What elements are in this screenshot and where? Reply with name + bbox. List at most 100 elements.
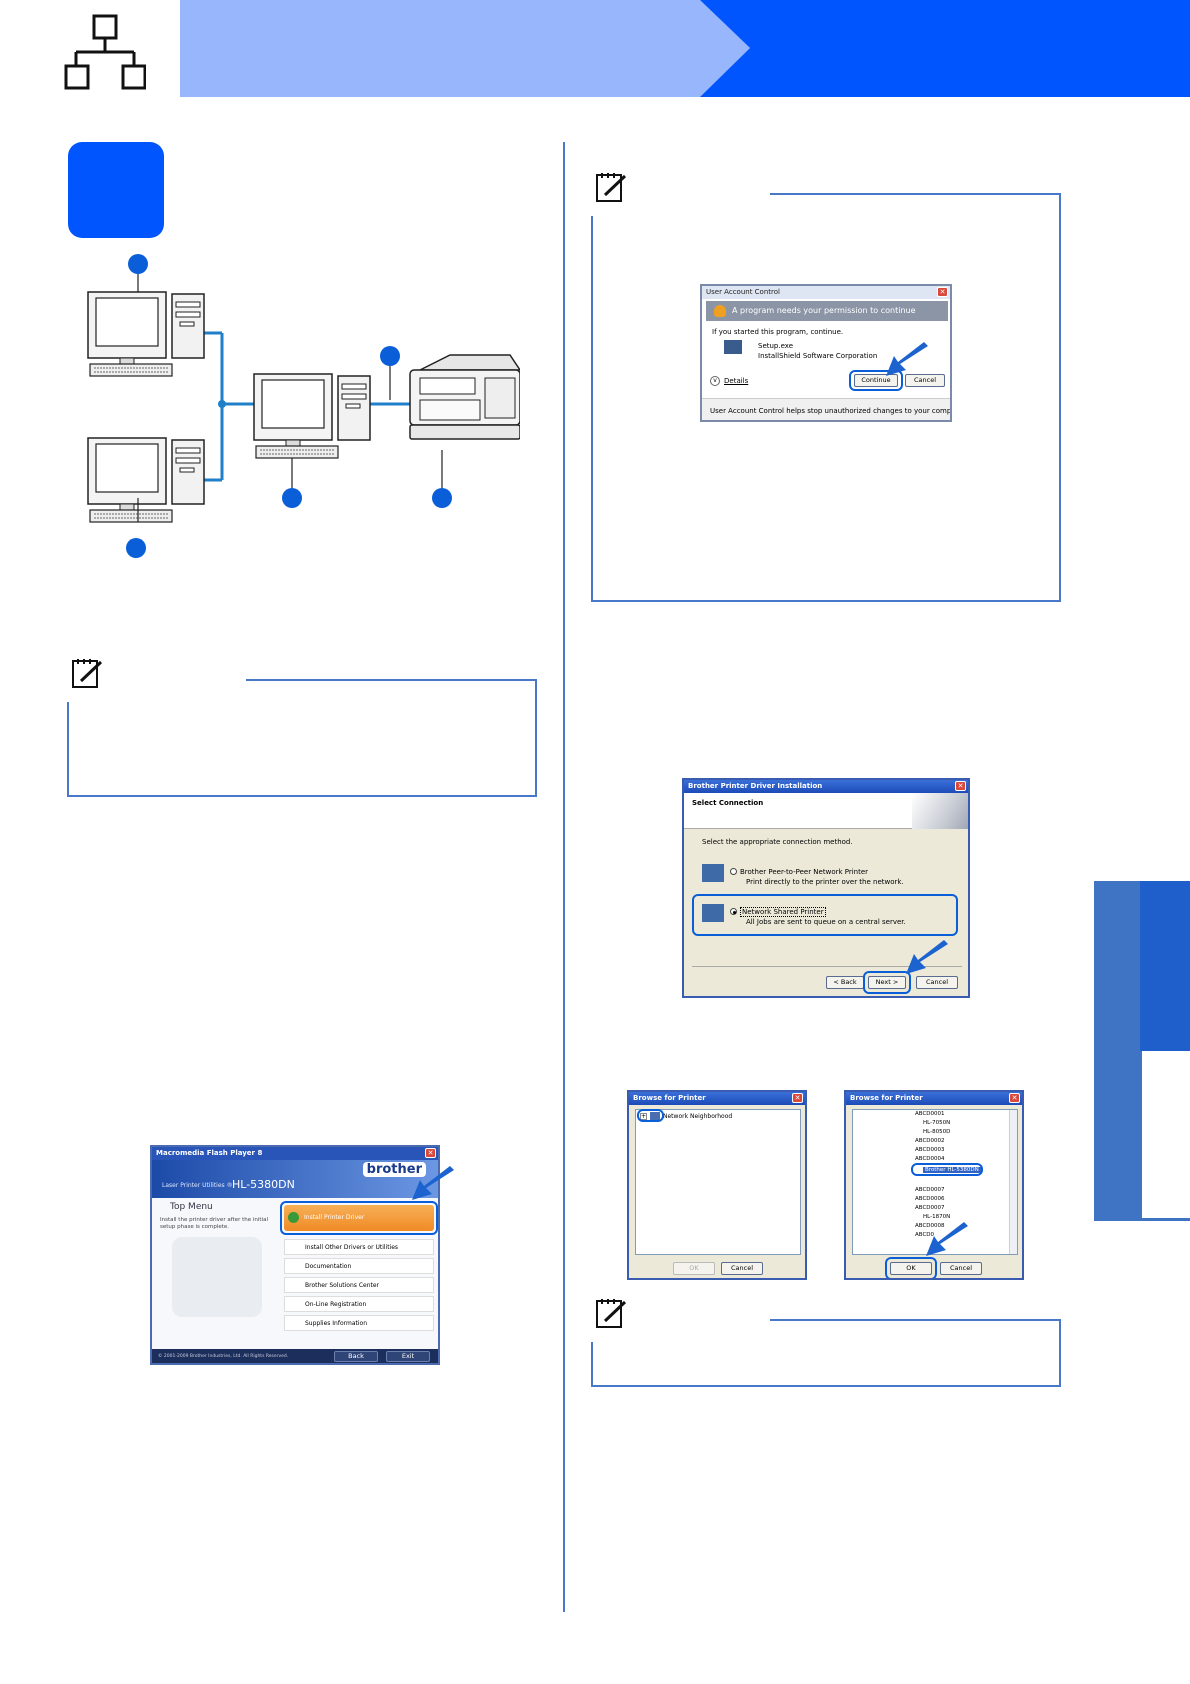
tree-item[interactable]: HL-1870N — [923, 1214, 951, 1220]
tree-item[interactable]: ABCD0 — [915, 1232, 935, 1238]
printer-image — [172, 1237, 262, 1317]
close-icon[interactable]: ✕ — [1009, 1093, 1020, 1103]
tree-item[interactable]: HL-7050N — [923, 1120, 951, 1126]
install-icon — [288, 1212, 299, 1223]
expand-highlight — [637, 1109, 664, 1122]
tree-item[interactable]: ABCD0007 — [915, 1187, 945, 1193]
browse1-item[interactable]: Network Neighborhood — [663, 1113, 733, 1120]
next-highlight — [863, 971, 911, 994]
menu-hint: Install the printer driver after the ini… — [160, 1217, 268, 1230]
side-tab-active — [1140, 881, 1190, 1051]
note-frame-right-bottom — [591, 1319, 1061, 1387]
ok-button[interactable]: OK — [890, 1262, 932, 1275]
menu-item-install-other[interactable]: Install Other Drivers or Utilities — [284, 1239, 434, 1255]
menu-copyright: © 2001-2009 Brother Industries, Ltd. All… — [158, 1354, 289, 1359]
close-icon[interactable]: ✕ — [792, 1093, 803, 1103]
note-frame-left — [67, 679, 537, 797]
close-icon[interactable]: ✕ — [937, 287, 948, 297]
install-heading: Select Connection — [692, 799, 764, 807]
browse1-title: Browse for Printer — [629, 1092, 805, 1105]
option2-radio[interactable] — [730, 908, 737, 915]
menu-product: HL-5380DN — [232, 1178, 295, 1191]
install-title: Brother Printer Driver Installation — [684, 780, 968, 793]
network-printer-icon — [702, 864, 724, 882]
tree-item[interactable]: ABCD0001 — [915, 1111, 945, 1117]
menu-item-solutions-center[interactable]: Brother Solutions Center — [284, 1277, 434, 1293]
pointer-arrow-icon — [926, 1222, 968, 1256]
note-icon — [72, 659, 103, 688]
option2-label[interactable]: Network Shared Printer — [740, 907, 826, 917]
tree-item-selected[interactable]: Brother HL-5380DN — [923, 1167, 981, 1173]
step-number-box — [68, 142, 164, 238]
menu-window: Macromedia Flash Player 8 ✕ brother Lase… — [150, 1145, 440, 1365]
browse-dialog-1: Browse for Printer ✕ + Network Neighborh… — [627, 1090, 807, 1280]
selected-highlight — [911, 1163, 983, 1176]
pointer-arrow-icon — [906, 940, 948, 974]
note-icon — [596, 173, 627, 202]
menu-item-supplies[interactable]: Supplies Information — [284, 1315, 434, 1331]
network-diagram — [87, 254, 520, 558]
network-icon — [64, 14, 146, 90]
uac-details[interactable]: Details — [724, 377, 749, 385]
tree-item[interactable]: ABCD0007 — [915, 1205, 945, 1211]
column-divider — [563, 142, 565, 1612]
uac-program: Setup.exe — [758, 342, 794, 350]
option1-desc: Print directly to the printer over the n… — [746, 878, 904, 886]
option1-radio[interactable] — [730, 868, 737, 875]
menu-item-registration[interactable]: On-Line Registration — [284, 1296, 434, 1312]
shield-icon — [714, 305, 726, 317]
menu-item-documentation[interactable]: Documentation — [284, 1258, 434, 1274]
ok-button[interactable]: OK — [673, 1262, 715, 1275]
ok-highlight — [885, 1257, 937, 1278]
continue-button[interactable]: Continue — [854, 374, 898, 387]
pointer-arrow-icon — [412, 1166, 454, 1200]
tree-item[interactable]: ABCD0002 — [915, 1138, 945, 1144]
tree-item[interactable]: ABCD0008 — [915, 1223, 945, 1229]
browse1-tree[interactable]: + Network Neighborhood — [635, 1109, 801, 1255]
scrollbar[interactable] — [1009, 1110, 1017, 1254]
cancel-button[interactable]: Cancel — [905, 374, 945, 387]
note-frame-right-top — [591, 193, 1061, 602]
menu-highlight — [280, 1201, 438, 1235]
side-tab-inactive — [1140, 1051, 1190, 1221]
cancel-button[interactable]: Cancel — [721, 1262, 763, 1275]
browse2-tree[interactable]: ABCD0001 HL-7050N HL-8050D ABCD0002 ABCD… — [852, 1109, 1018, 1255]
header-chevron — [640, 0, 1190, 97]
close-icon[interactable]: ✕ — [425, 1148, 436, 1158]
back-button[interactable]: Back — [334, 1351, 378, 1362]
option2-desc: All Jobs are sent to queue on a central … — [746, 918, 906, 926]
browse2-title: Browse for Printer — [846, 1092, 1022, 1105]
uac-publisher: InstallShield Software Corporation — [758, 352, 878, 360]
cancel-button[interactable]: Cancel — [916, 976, 958, 989]
continue-highlight — [849, 370, 903, 391]
shared-printer-icon — [702, 904, 724, 922]
uac-heading: A program needs your permission to conti… — [732, 306, 916, 315]
install-prompt: Select the appropriate connection method… — [702, 838, 853, 846]
note-icon — [596, 1299, 627, 1328]
program-icon — [724, 340, 742, 354]
tree-item[interactable]: ABCD0003 — [915, 1147, 945, 1153]
uac-heading-bar: A program needs your permission to conti… — [706, 301, 948, 321]
menu-item-install-printer-driver[interactable]: Install Printer Driver — [284, 1205, 434, 1231]
uac-line1: If you started this program, continue. — [712, 328, 844, 336]
menu-product-prefix: Laser Printer Utilities ® — [162, 1182, 233, 1189]
option2-highlight — [692, 894, 958, 936]
close-icon[interactable]: ✕ — [955, 781, 966, 791]
next-button[interactable]: Next > — [868, 976, 906, 989]
brother-logo: brother — [362, 1162, 426, 1177]
tree-item[interactable]: HL-8050D — [923, 1129, 951, 1135]
menu-window-title: Macromedia Flash Player 8 — [152, 1147, 438, 1160]
exit-button[interactable]: Exit — [386, 1351, 430, 1362]
chevron-down-icon[interactable]: v — [710, 376, 720, 386]
tree-item[interactable]: ABCD0004 — [915, 1156, 945, 1162]
network-icon — [650, 1112, 660, 1121]
tree-item[interactable]: ABCD0006 — [915, 1196, 945, 1202]
pointer-arrow-icon — [886, 342, 928, 376]
browse-dialog-2: Browse for Printer ✕ ABCD0001 HL-7050N H… — [844, 1090, 1024, 1280]
option1-label[interactable]: Brother Peer-to-Peer Network Printer — [740, 868, 869, 876]
banner-graphic — [912, 793, 968, 829]
install-dialog: Brother Printer Driver Installation ✕ Se… — [682, 778, 970, 998]
menu-top-menu: Top Menu — [170, 1202, 213, 1212]
cancel-button[interactable]: Cancel — [940, 1262, 982, 1275]
back-button[interactable]: < Back — [826, 976, 864, 989]
